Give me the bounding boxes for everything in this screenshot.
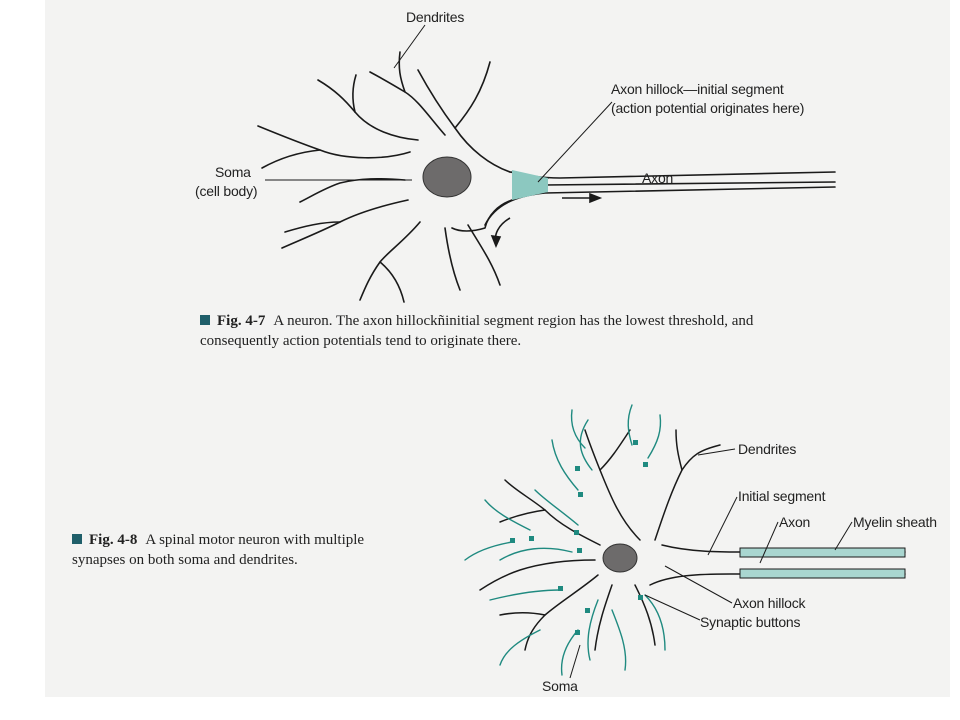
dendrite (599, 429, 631, 471)
dendrite (504, 479, 601, 546)
label-soma: Soma (542, 678, 578, 694)
figure-number: Fig. 4-8 (89, 532, 138, 548)
dendrite (467, 224, 501, 286)
myelin-sheath-top (739, 547, 906, 558)
dendrite (584, 429, 641, 541)
axon-hillock-region (512, 170, 548, 200)
nucleus (422, 156, 472, 198)
dendrite (454, 61, 491, 129)
presynaptic-axons (464, 404, 666, 676)
dendrite (352, 74, 357, 113)
caption-text: A spinal motor neuron with multiple syna… (72, 532, 365, 568)
fig-4-8-leader-lines (569, 448, 853, 679)
axon-bottom-line (484, 186, 836, 226)
fig-4-7-leader-lines (265, 24, 613, 183)
fig-4-8-neuron (479, 429, 906, 651)
axon-line-bottom (649, 573, 906, 586)
label-myelin-sheath: Myelin sheath (853, 514, 937, 530)
synaptic-buttons (510, 440, 648, 635)
label-cell-body: (cell body) (195, 183, 257, 199)
dendrite (281, 199, 409, 249)
dendrite (257, 125, 411, 159)
textbook-page (45, 0, 950, 697)
label-axon-hillock: Axon hillock (733, 595, 807, 611)
dendrite (379, 261, 405, 303)
label-soma: Soma (215, 164, 251, 180)
dendrite (317, 79, 419, 141)
dendrite (444, 227, 461, 291)
dendrite (417, 69, 511, 173)
dendrite (675, 429, 683, 471)
dendrite (594, 584, 613, 651)
figure-number: Fig. 4-7 (217, 313, 266, 329)
signal-direction-arrows (490, 192, 603, 249)
label-axon: Axon (642, 170, 673, 186)
label-axon-hillock: Axon hillock—initial segment (611, 81, 784, 97)
label-dendrites: Dendrites (406, 9, 464, 25)
label-axon: Axon (779, 514, 810, 530)
dendrite (369, 71, 446, 136)
caption-text: A neuron. The axon hillockñinitial segme… (200, 313, 754, 349)
label-action-potential-note: (action potential originates here) (611, 100, 804, 116)
dendrite (398, 51, 406, 93)
label-dendrites: Dendrites (738, 441, 796, 457)
myelin-sheath-bottom (739, 568, 906, 579)
label-initial-segment: Initial segment (738, 488, 826, 504)
nucleus (602, 543, 638, 573)
dendrite (299, 177, 406, 203)
dendrite (284, 221, 341, 233)
dendrite (499, 612, 546, 616)
dendrite (261, 149, 321, 169)
dendrite (359, 221, 421, 301)
caption-marker-icon (200, 315, 210, 325)
dendrite (634, 584, 656, 646)
label-synaptic-buttons: Synaptic buttons (700, 614, 801, 630)
dendrite (654, 444, 721, 541)
dendrite (479, 559, 596, 591)
dendrite (499, 509, 546, 523)
axon-inner-line (544, 181, 836, 186)
caption-marker-icon (72, 534, 82, 544)
